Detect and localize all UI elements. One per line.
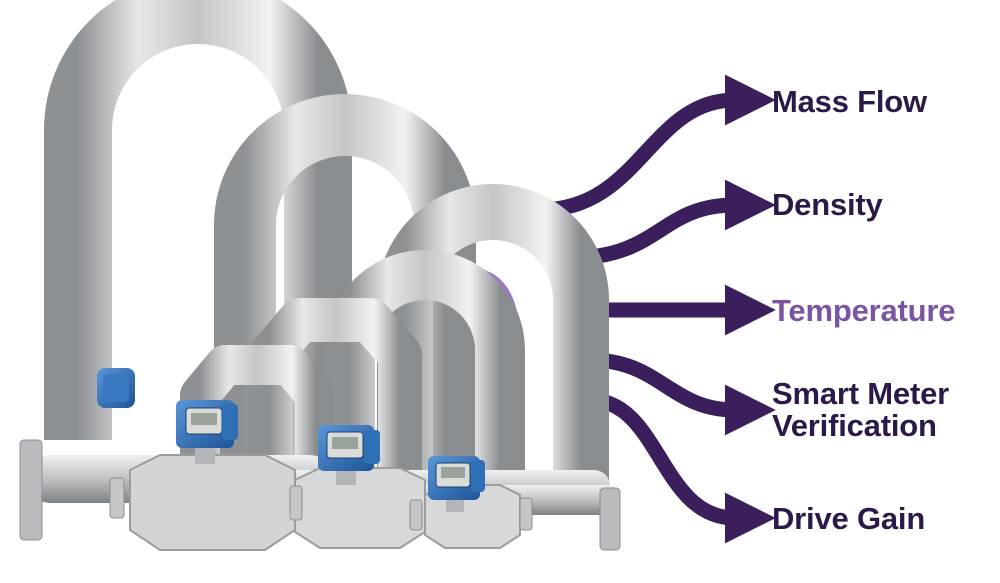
output-label-density: Density (772, 187, 883, 222)
arrow-mass-flow (539, 74, 776, 218)
output-label-mass-flow: Mass Flow (772, 84, 927, 119)
flange-right (599, 487, 621, 551)
transmitter-2 (318, 425, 380, 485)
arrow-smart-meter (589, 352, 776, 436)
output-label-drive-gain: Drive Gain (772, 501, 926, 536)
arrow-drive-gain (589, 392, 776, 544)
flow-tube-2 (214, 94, 476, 470)
transmitter-3 (428, 456, 485, 512)
flange-left (19, 439, 43, 541)
junction-box (97, 368, 135, 408)
output-label-temperature: Temperature (772, 293, 956, 328)
transmitter-1 (176, 400, 238, 464)
flow-tube-1 (43, 0, 352, 470)
output-label-smart-meter-verification: Smart Meter Verification (772, 376, 949, 443)
